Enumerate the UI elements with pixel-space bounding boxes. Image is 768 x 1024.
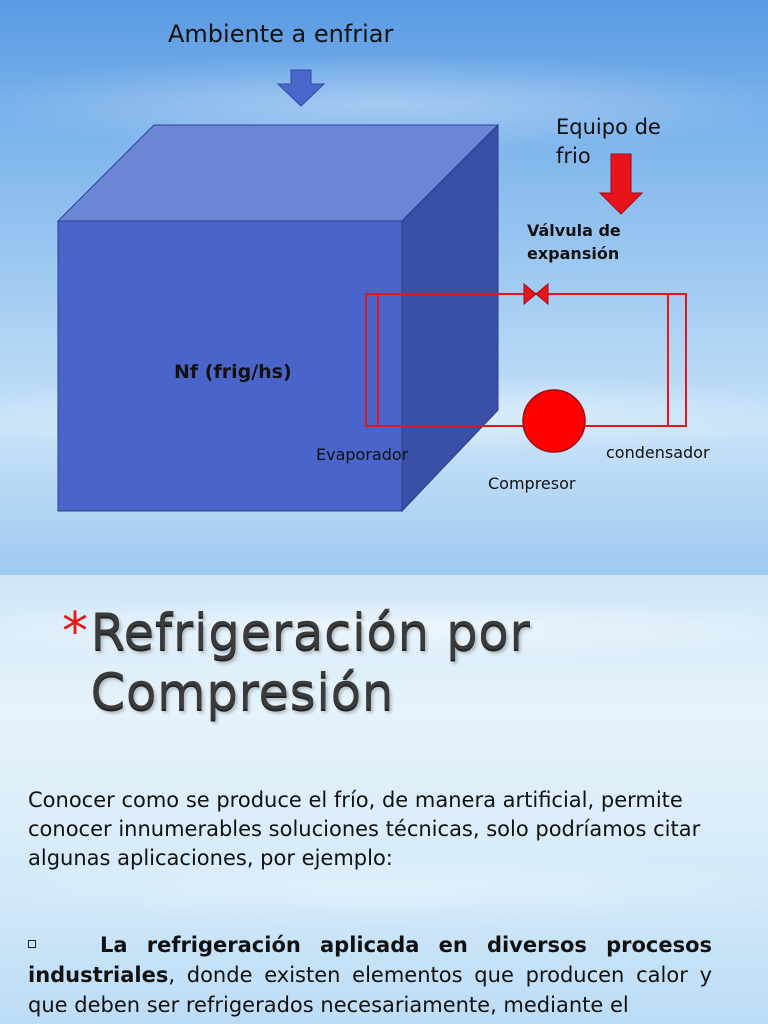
- valvula-label-line2: expansión: [527, 244, 619, 263]
- blue-down-arrow-icon: [276, 69, 326, 107]
- list-item-bold: La refrigeración aplicada en diversos pr…: [28, 933, 712, 987]
- refrigeration-diagram: Ambiente a enfriar Nf (frig/hs) Equipo d…: [56, 20, 710, 513]
- compresor-circle-icon: [522, 389, 586, 453]
- condensador-label: condensador: [606, 443, 710, 462]
- title-bullet: *: [62, 602, 89, 662]
- red-down-arrow-icon: [598, 153, 644, 215]
- expansion-valve-icon: [523, 282, 537, 306]
- title-line1: Refrigeración por: [90, 603, 531, 661]
- compresor-label: Compresor: [488, 474, 576, 493]
- evaporador-label: Evaporador: [316, 445, 409, 464]
- nf-label: Nf (frig/hs): [174, 361, 292, 383]
- list-item: La refrigeración aplicada en diversos pr…: [28, 930, 712, 1020]
- list-item-text: , donde existen elementos que producen c…: [28, 963, 712, 1017]
- expansion-valve-icon-right: [535, 282, 549, 306]
- title-line2: Compresión: [90, 663, 394, 721]
- cube-front-face: [57, 220, 403, 512]
- ambiente-label: Ambiente a enfriar: [168, 20, 393, 48]
- intro-paragraph: Conocer como se produce el frío, de mane…: [28, 788, 701, 870]
- equipo-label-line1: Equipo de: [556, 115, 661, 139]
- diagram-slide: Ambiente a enfriar Nf (frig/hs) Equipo d…: [0, 0, 768, 575]
- square-bullet-icon: [28, 940, 36, 948]
- text-slide: [0, 575, 768, 1024]
- equipo-label-line2: frio: [556, 144, 591, 168]
- valvula-label-line1: Válvula de: [527, 221, 621, 240]
